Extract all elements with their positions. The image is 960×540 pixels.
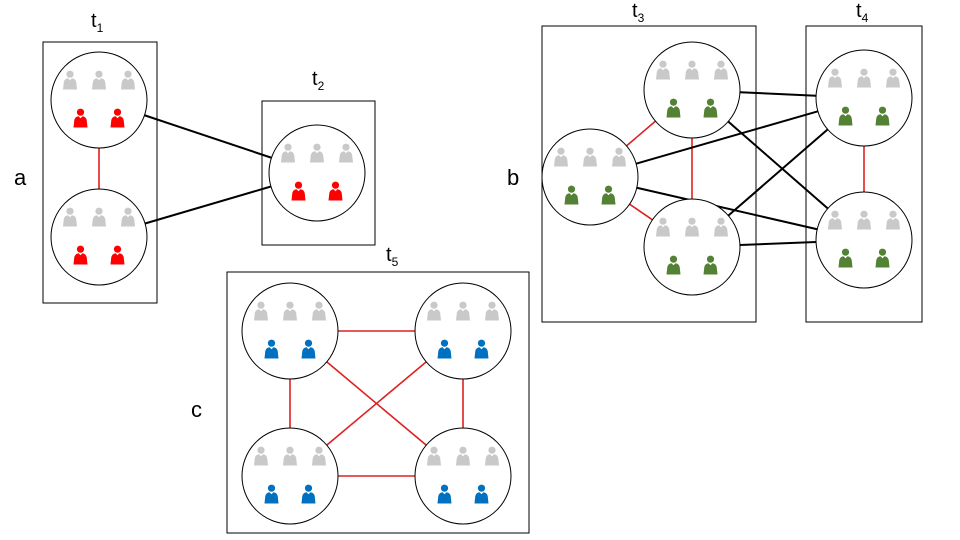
group-circle <box>241 427 339 525</box>
panel-label-t1-base: t <box>91 10 97 32</box>
link-b3-b4 <box>727 128 829 217</box>
group-a2 <box>50 188 148 286</box>
section-label-c: c <box>191 397 202 422</box>
panel-t2 <box>261 100 376 246</box>
group-a1 <box>50 51 148 149</box>
panel-label-t2-base: t <box>312 68 318 90</box>
group-b3 <box>643 198 741 296</box>
group-circle <box>541 128 639 226</box>
panel-label-t5-base: t <box>386 244 392 266</box>
link-b1-b2 <box>626 120 656 147</box>
panel-label-t2: t2 <box>312 68 324 93</box>
group-c2 <box>414 282 512 380</box>
group-circle <box>241 282 339 380</box>
groups-layer <box>50 41 913 525</box>
group-circle <box>815 191 913 289</box>
link-a2-a3 <box>144 185 272 225</box>
link-b1-b5 <box>636 186 818 231</box>
section-label-b: b <box>507 165 520 190</box>
group-circle <box>268 124 366 222</box>
panel-label-t5: t5 <box>386 244 398 269</box>
group-circle <box>50 188 148 286</box>
group-circle <box>50 51 148 149</box>
panel-t4 <box>805 25 923 323</box>
panel-label-t1: t1 <box>91 10 103 35</box>
group-b1 <box>541 128 639 226</box>
panel-label-t1-sub: 1 <box>96 21 104 35</box>
panel-label-t4-base: t <box>856 0 862 22</box>
group-circle <box>643 198 741 296</box>
group-c3 <box>241 427 339 525</box>
link-b2-b5 <box>727 120 829 210</box>
group-b5 <box>815 191 913 289</box>
panel-label-t3-sub: 3 <box>637 11 645 25</box>
panel-label-t3: t3 <box>632 0 644 25</box>
panel-t1 <box>42 41 158 304</box>
panel-label-t4-sub: 4 <box>861 11 869 25</box>
link-c2-c3 <box>326 361 427 446</box>
group-circle <box>643 41 741 139</box>
link-b1-b4 <box>635 110 819 165</box>
links-layer <box>98 91 865 477</box>
panel-label-t3-base: t <box>632 0 638 22</box>
group-c1 <box>241 282 339 380</box>
panel-label-t5-sub: 5 <box>391 255 399 269</box>
link-a1-a3 <box>144 114 272 159</box>
group-circle <box>815 49 913 147</box>
panel-label-t4: t4 <box>856 0 868 25</box>
group-c4 <box>414 427 512 525</box>
group-circle <box>414 282 512 380</box>
panel-t5 <box>226 271 530 534</box>
link-b2-b4 <box>739 91 817 97</box>
group-circle <box>414 427 512 525</box>
group-a3 <box>268 124 366 222</box>
panel-label-t2-sub: 2 <box>317 79 325 93</box>
group-b4 <box>815 49 913 147</box>
link-b3-b5 <box>739 240 817 247</box>
link-b1-b3 <box>629 203 653 221</box>
group-b2 <box>643 41 741 139</box>
section-label-a: a <box>14 165 27 190</box>
